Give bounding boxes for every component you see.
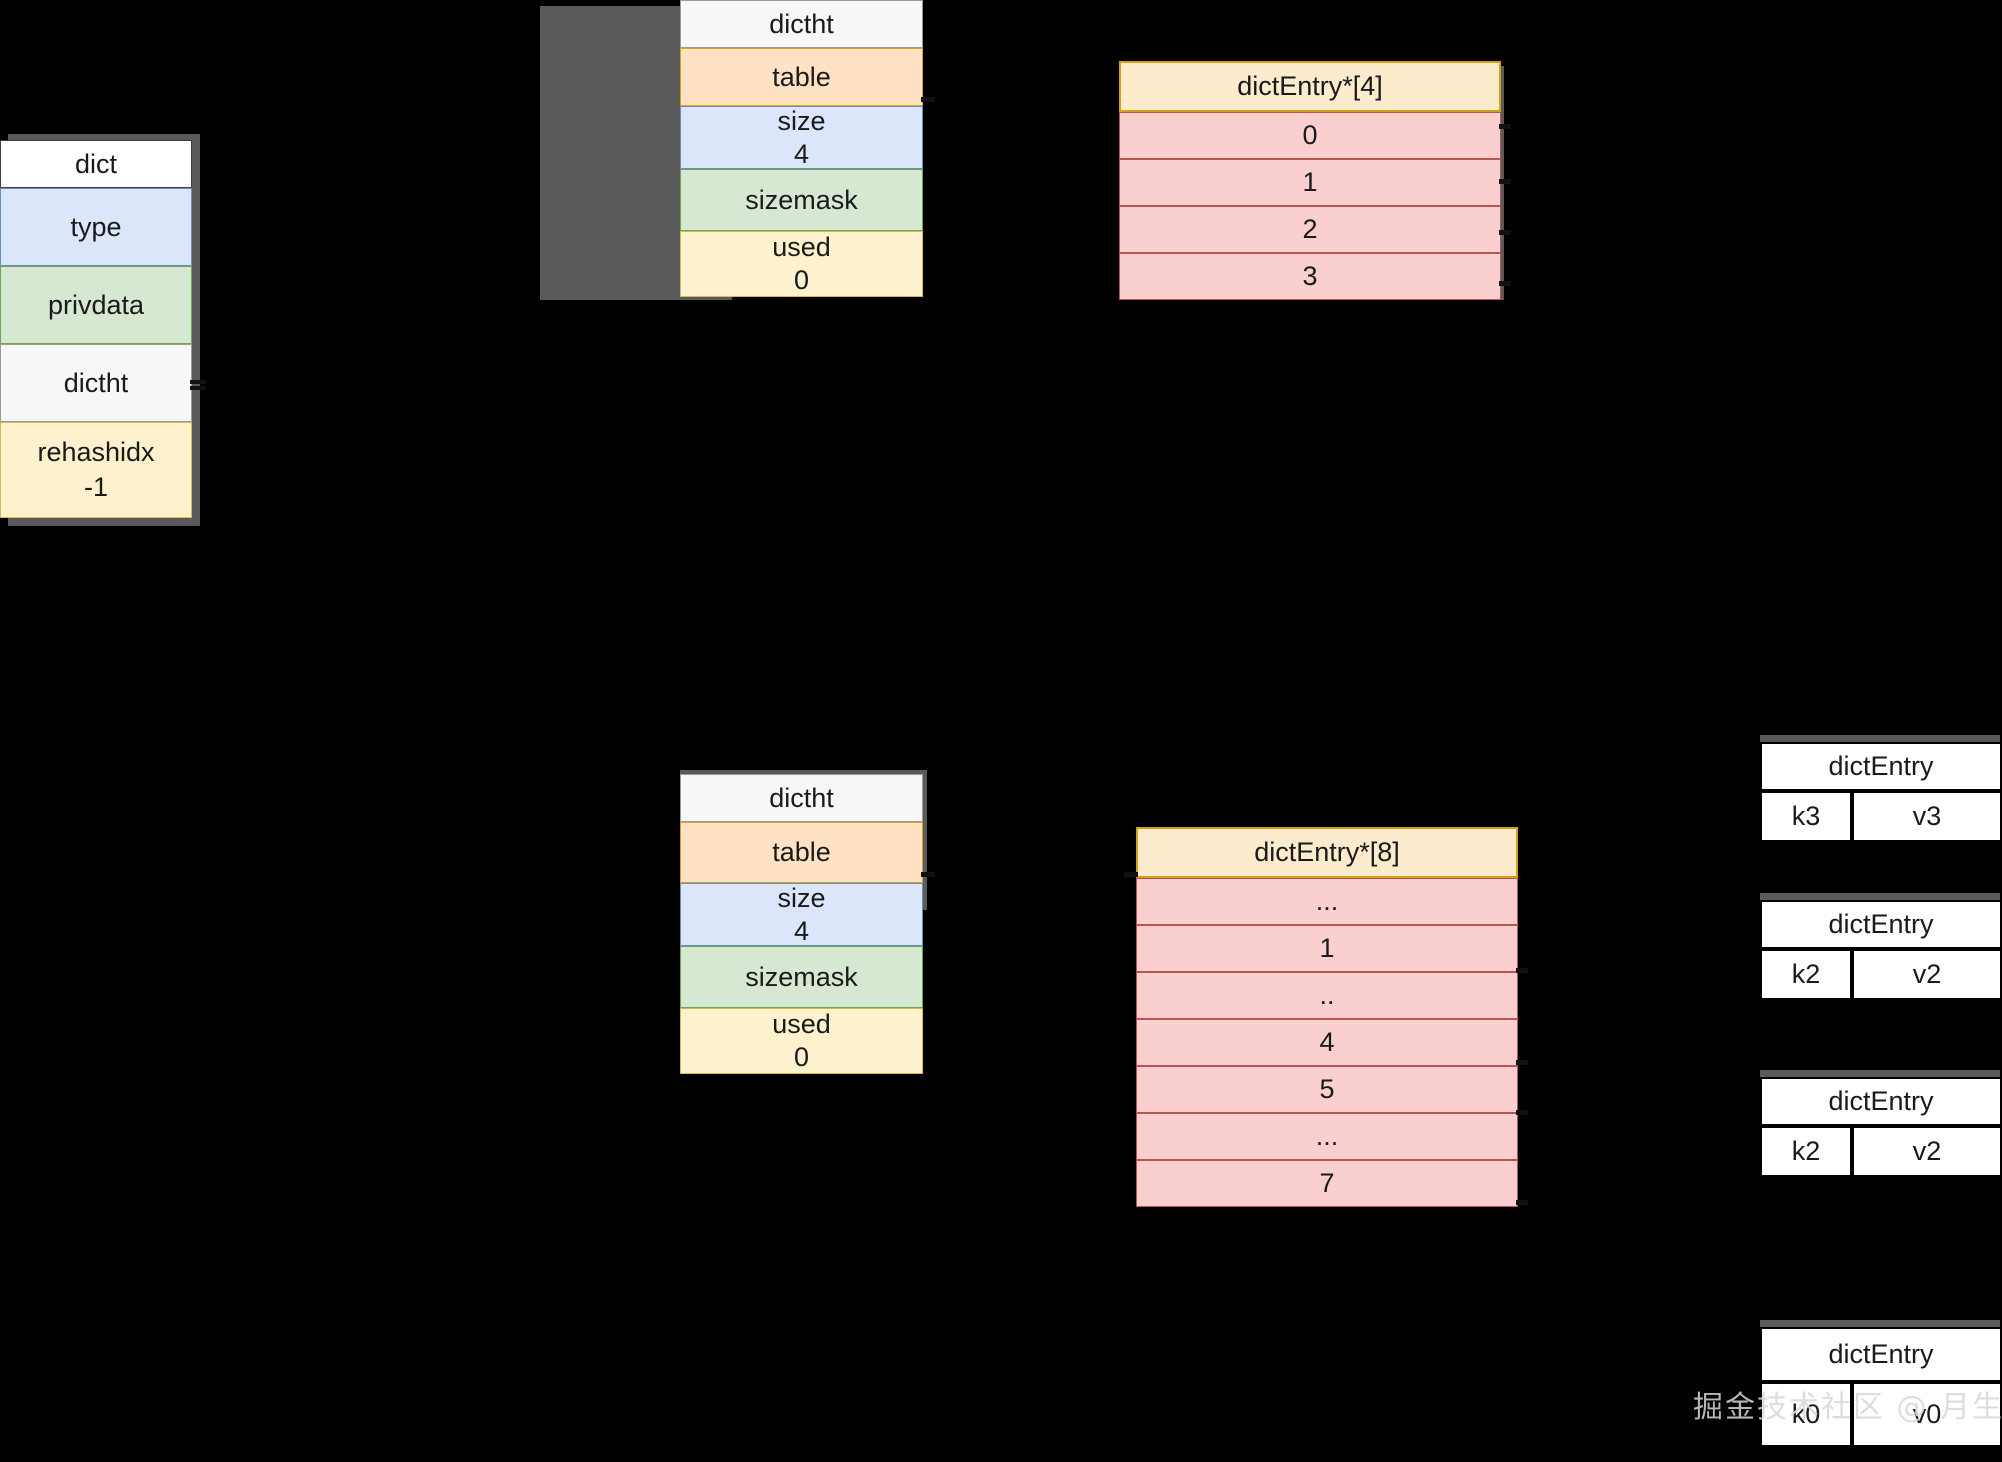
dict-struct-title: dict xyxy=(0,140,192,188)
bucket-array-4-slot-1: 1 xyxy=(1119,159,1501,206)
dictht-ht0-field-table: table xyxy=(680,48,923,106)
bucket4-slot2-connector xyxy=(1499,230,1511,235)
dictht-ht1-used-value: 0 xyxy=(793,1042,810,1072)
bucket-array-8-slot-1: 1 xyxy=(1136,925,1518,972)
entry-2-shadow xyxy=(1760,1070,2000,1078)
dict-field-dictht: dictht xyxy=(0,344,192,422)
dict-field-privdata: privdata xyxy=(0,266,192,344)
dictht-ht0-field-size: size 4 xyxy=(680,106,923,169)
dictht-ht1-field-used: used 0 xyxy=(680,1008,923,1074)
bucket-array-8-slot-0: ... xyxy=(1136,878,1518,925)
entry-node-2: dictEntry k2 v2 xyxy=(1760,1077,2002,1177)
dictht-ht1-size-value: 4 xyxy=(793,915,810,946)
dictht-ht0-field-used: used 0 xyxy=(680,231,923,297)
bucket8-inlet-connector xyxy=(1124,872,1138,877)
entry-1-title: dictEntry xyxy=(1760,900,2002,949)
entry-2-title: dictEntry xyxy=(1760,1077,2002,1126)
entry-2-key: k2 xyxy=(1760,1126,1852,1177)
entry-1-shadow xyxy=(1760,893,2000,901)
entry-0-shadow xyxy=(1760,735,2000,743)
bucket4-slot3-connector xyxy=(1499,281,1511,286)
bucket8-slot4-connector xyxy=(1516,1110,1528,1115)
dictht-ht0-used-label: used xyxy=(772,232,831,263)
dictht-ht0-used-value: 0 xyxy=(793,265,810,295)
entry-node-3: dictEntry k0 v0 xyxy=(1760,1327,2002,1447)
bucket-array-4-slot-2: 2 xyxy=(1119,206,1501,253)
dict-field-rehashidx-label: rehashidx xyxy=(37,437,155,468)
entry-0-key: k3 xyxy=(1760,791,1852,842)
dictht-ht1-field-table: table xyxy=(680,822,923,883)
dict-to-ht0-connector xyxy=(190,380,206,384)
bucket8-slot1-connector xyxy=(1516,968,1528,973)
bucket-array-4-slot-3: 3 xyxy=(1119,253,1501,300)
dict-to-ht1-connector xyxy=(190,386,206,390)
dictht-ht0-size-label: size xyxy=(777,105,826,136)
entry-node-0: dictEntry k3 v3 xyxy=(1760,742,2002,842)
bucket-array-8-slot-6: 7 xyxy=(1136,1160,1518,1207)
entry-0-value: v3 xyxy=(1852,791,2002,842)
bucket-array-4-title: dictEntry*[4] xyxy=(1119,61,1501,112)
bucket-array-8-slot-5: ... xyxy=(1136,1113,1518,1160)
dict-field-rehashidx: rehashidx -1 xyxy=(0,422,192,518)
entry-3-title: dictEntry xyxy=(1760,1327,2002,1382)
entry-1-value: v2 xyxy=(1852,949,2002,1000)
bucket-array-8-slot-2: .. xyxy=(1136,972,1518,1019)
dictht-ht0-size-value: 4 xyxy=(793,138,810,169)
entry-0-title: dictEntry xyxy=(1760,742,2002,791)
watermark-text: 掘金技术社区 @ 月生 xyxy=(1693,1390,2002,1425)
bucket-array-8: dictEntry*[8] ... 1 .. 4 5 ... 7 xyxy=(1136,827,1518,1207)
bucket-array-8-slot-4: 5 xyxy=(1136,1066,1518,1113)
entry-3-key: k0 xyxy=(1760,1382,1852,1447)
bucket8-slot6-connector xyxy=(1516,1200,1528,1205)
bucket4-slot0-connector xyxy=(1499,124,1511,129)
bucket-array-8-slot-3: 4 xyxy=(1136,1019,1518,1066)
dictht-ht0-field-sizemask: sizemask xyxy=(680,169,923,231)
ht0-table-connector xyxy=(921,97,935,102)
entry-3-shadow xyxy=(1760,1320,2000,1328)
entry-1-key: k2 xyxy=(1760,949,1852,1000)
entry-2-value: v2 xyxy=(1852,1126,2002,1177)
dictht-ht1: dictht table size 4 sizemask used 0 xyxy=(680,774,923,1074)
dictht-ht1-field-sizemask: sizemask xyxy=(680,946,923,1008)
dictht-ht0-title: dictht xyxy=(680,0,923,48)
dictht-ht0: dictht table size 4 sizemask used 0 xyxy=(680,0,923,298)
dictht-ht1-size-label: size xyxy=(777,882,826,913)
bucket-array-4: dictEntry*[4] 0 1 2 3 xyxy=(1119,61,1501,300)
bucket-array-8-title: dictEntry*[8] xyxy=(1136,827,1518,878)
bucket4-slot1-connector xyxy=(1499,179,1511,184)
ht1-table-connector xyxy=(921,872,935,877)
bucket-array-4-slot-0: 0 xyxy=(1119,112,1501,159)
dict-field-type: type xyxy=(0,188,192,266)
dictht-ht1-title: dictht xyxy=(680,774,923,822)
dictht-ht1-field-size: size 4 xyxy=(680,883,923,946)
dictht-ht1-used-label: used xyxy=(772,1009,831,1040)
dict-field-rehashidx-value: -1 xyxy=(83,472,108,502)
entry-3-value: v0 xyxy=(1852,1382,2002,1447)
bucket8-slot3-connector xyxy=(1516,1060,1528,1065)
dict-struct: dict type privdata dictht rehashidx -1 xyxy=(0,140,192,522)
entry-node-1: dictEntry k2 v2 xyxy=(1760,900,2002,1000)
